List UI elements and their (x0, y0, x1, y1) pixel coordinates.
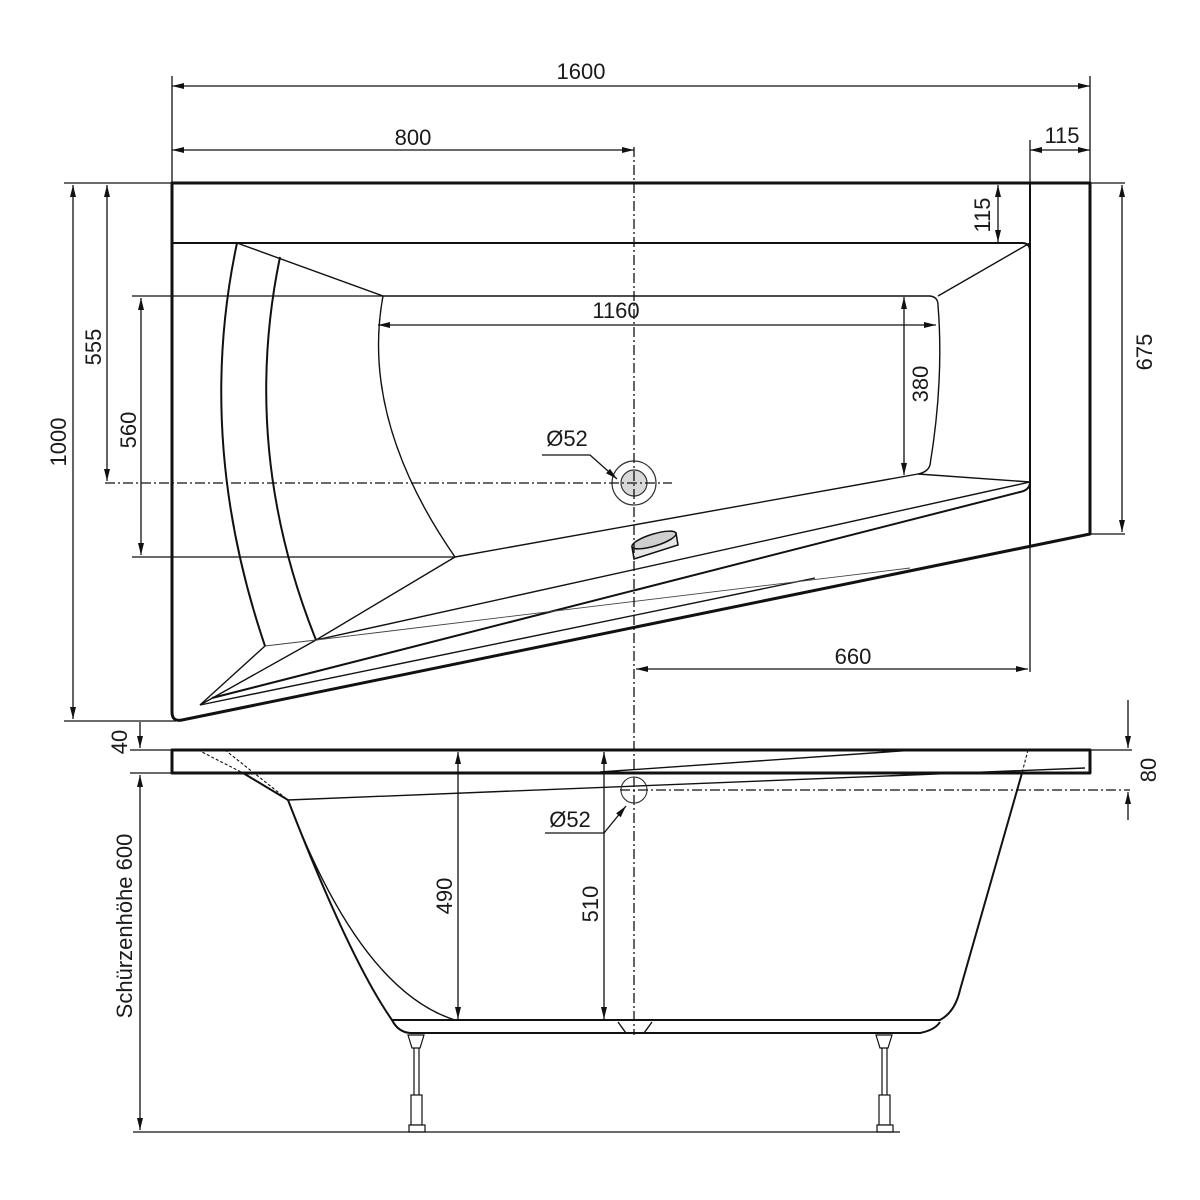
floor-outline (383, 295, 941, 558)
top-view: 1600 800 115 115 675 1160 380 1000 555 (46, 59, 1157, 1035)
hidden-line (1021, 749, 1029, 774)
backrest-curve-inner (265, 256, 317, 641)
left-leg-icon (407, 1034, 426, 1133)
dim-half-length: 800 (395, 125, 432, 150)
dim-right-rim-width: 115 (1044, 123, 1079, 148)
inner-basin-outline (172, 242, 1031, 699)
drain-dip (617, 1021, 653, 1034)
facet-line (236, 242, 384, 297)
right-leg-icon (875, 1034, 894, 1133)
dim-floor-depth: 560 (116, 412, 141, 449)
dim-total-length: 1600 (557, 59, 606, 84)
dim-total-depth: 1000 (46, 418, 71, 467)
tub-body-outline (242, 772, 1023, 1021)
rim-slope-line (599, 749, 916, 773)
tub-inner-line (287, 767, 1086, 801)
facet-line (917, 473, 1031, 483)
overflow-diameter-label: Ø52 (549, 807, 591, 832)
dim-inner-depth-center: 510 (578, 886, 603, 923)
dim-right-side-depth: 675 (1132, 334, 1157, 371)
facet-line (937, 242, 1031, 297)
dim-inner-depth-left: 490 (432, 878, 457, 915)
facet-line (315, 567, 911, 641)
dim-inner-floor-width: 380 (908, 366, 933, 403)
overflow-cover-icon (631, 530, 679, 560)
facet-line (199, 577, 816, 706)
dim-inner-floor-length: 1160 (592, 298, 639, 323)
dim-top-rim-depth: 115 (970, 197, 995, 232)
side-view: 40 80 490 510 Schürzenhöhe 600 Ø52 (107, 700, 1161, 1133)
overflow-leader-line (545, 805, 627, 834)
dim-offset-top: 40 (107, 730, 132, 754)
dim-drain-offset-right: 660 (835, 644, 872, 669)
facet-line (315, 556, 456, 641)
facet-line (315, 481, 1031, 641)
tub-outer-outline (170, 181, 1092, 722)
tub-base (391, 1019, 941, 1034)
tub-rim (170, 748, 1092, 775)
hidden-line (224, 749, 289, 801)
facet-line (199, 645, 266, 706)
dim-rim-height: 80 (1136, 758, 1161, 782)
dim-drain-offset: 555 (81, 329, 106, 366)
floor-left-curve (377, 295, 456, 558)
dim-apron-height: Schürzenhöhe 600 (112, 834, 137, 1019)
hidden-line (197, 749, 244, 774)
facet-line (264, 639, 317, 647)
tub-inner-curve (287, 799, 456, 1021)
facet-line (199, 639, 317, 706)
drain-diameter-label: Ø52 (546, 426, 588, 451)
backrest-curve-outer (220, 242, 266, 647)
drain-leader-line (542, 454, 618, 480)
